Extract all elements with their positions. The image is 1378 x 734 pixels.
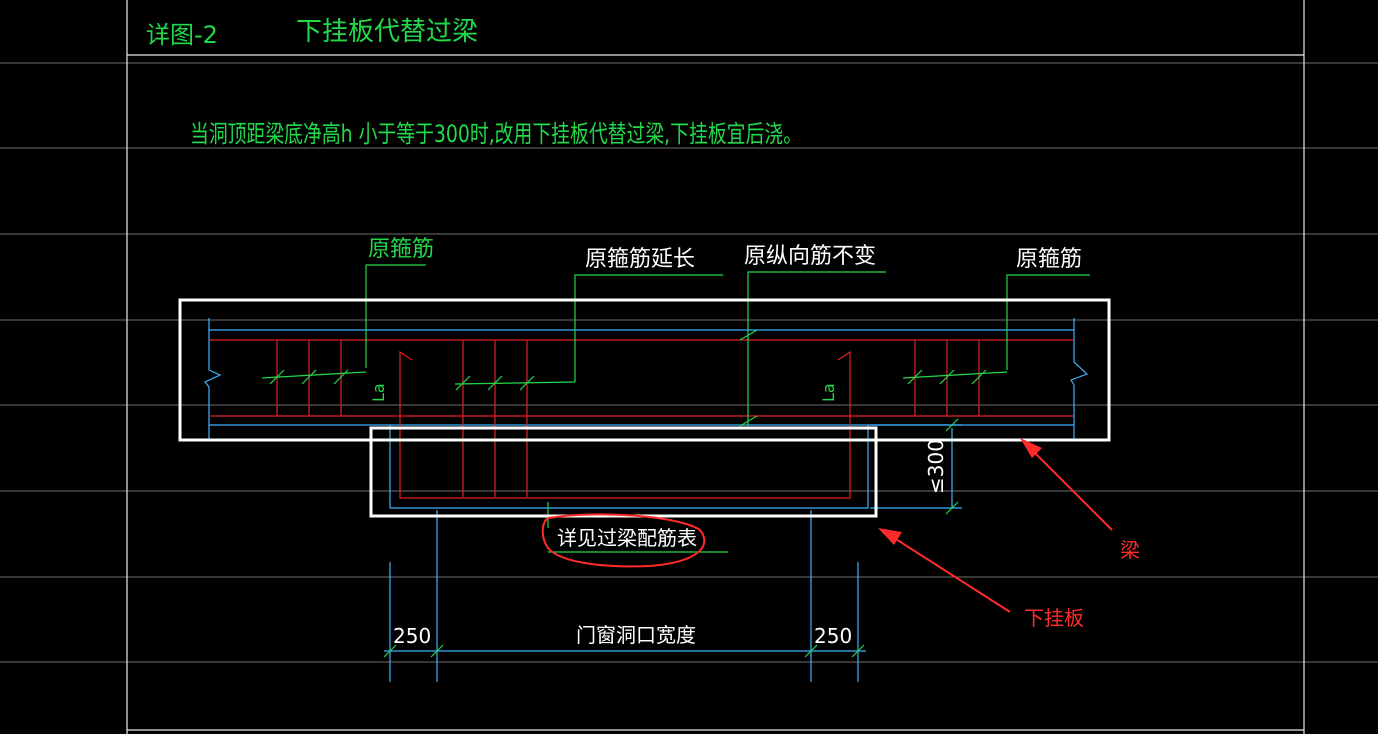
annotation-hanging-plate: 下挂板 — [1024, 606, 1084, 630]
sheet-frame — [126, 0, 1305, 734]
detail-label: 详图-2 — [146, 21, 218, 49]
label-anchorage-left: La — [369, 383, 388, 402]
label-anchorage-right: La — [819, 383, 838, 402]
label-right-stirrup: 原箍筋 — [1016, 247, 1082, 272]
plate-arrow-shaft — [887, 533, 1011, 613]
label-longitudinal-unchanged: 原纵向筋不变 — [744, 244, 876, 269]
annotation-beam: 梁 — [1120, 538, 1140, 562]
red-markup — [541, 445, 1113, 613]
rebar-lines — [209, 339, 1074, 499]
leader-lines — [261, 264, 1090, 658]
label-left-stirrup: 原箍筋 — [368, 237, 434, 262]
plate-arrow-head — [878, 528, 902, 545]
beam-arrow-shaft — [1027, 445, 1113, 531]
beam-outline — [178, 298, 1111, 442]
label-lintel-table-ref: 详见过梁配筋表 — [557, 526, 697, 550]
dim-opening-width: 门窗洞口宽度 — [576, 623, 696, 647]
label-height-limit: ≤300 — [924, 439, 948, 494]
dim-right-width: 250 — [814, 624, 852, 648]
highlight-ellipse — [541, 513, 706, 568]
detail-title: 下挂板代替过梁 — [296, 17, 478, 47]
beam-cyan-lines — [204, 318, 1089, 682]
hanging-plate-outline — [369, 426, 878, 518]
background-grid — [0, 62, 1378, 663]
dim-left-width: 250 — [393, 624, 431, 648]
beam-arrow-head — [1020, 438, 1042, 458]
label-stirrup-extension: 原箍筋延长 — [585, 247, 695, 272]
design-note: 当洞顶距梁底净高h 小于等于300时,改用下挂板代替过梁,下挂板宜后浇。 — [190, 120, 802, 148]
